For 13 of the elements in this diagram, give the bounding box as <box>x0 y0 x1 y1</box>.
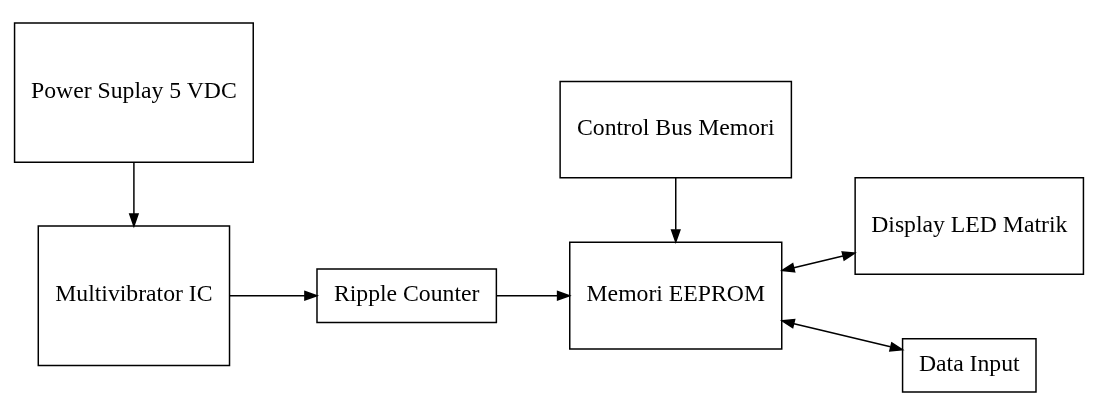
node-box: Power Suplay 5 VDC <box>13 21 254 163</box>
node-box: Memori EEPROM <box>569 241 783 350</box>
node-box: Ripple Counter <box>316 267 498 323</box>
node-box: Control Bus Memori <box>559 80 793 179</box>
arrow <box>670 176 681 244</box>
node-box: Data Input <box>901 337 1037 393</box>
arrow <box>496 290 572 301</box>
node-box: Multivibrator IC <box>37 224 231 366</box>
arrow <box>779 318 905 352</box>
node-box: Display LED Matrik <box>854 176 1085 275</box>
arrow <box>128 161 140 228</box>
arrow <box>779 250 857 273</box>
arrow <box>229 290 319 301</box>
